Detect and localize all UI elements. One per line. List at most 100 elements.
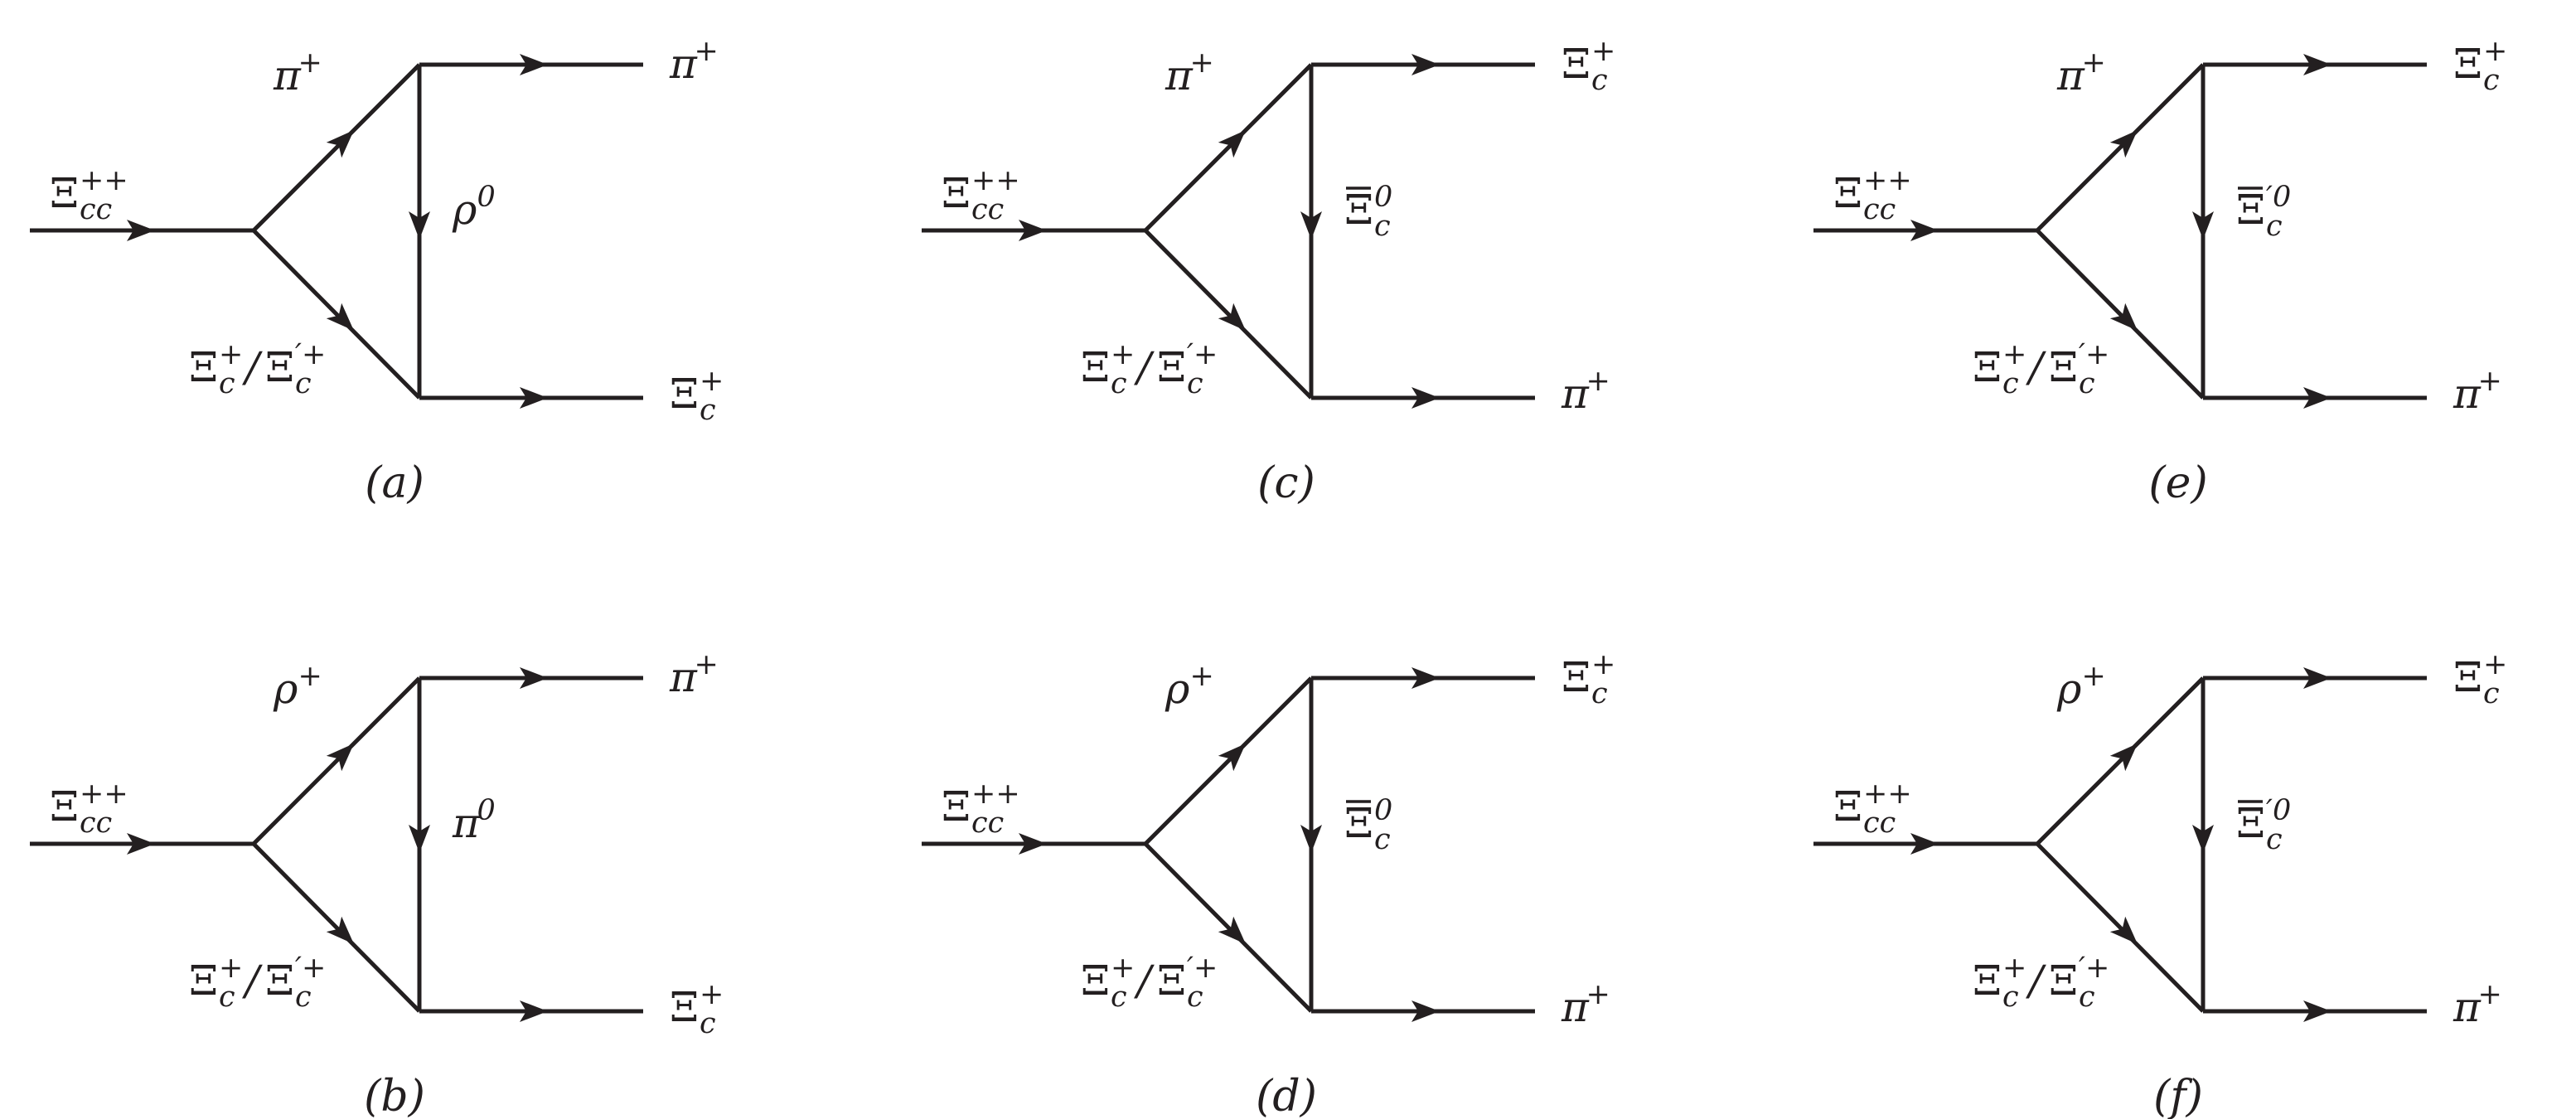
lower-internal-label-sub-1: c [1111, 981, 1127, 1014]
lower-internal-label-symbol-1: Ξ [189, 343, 218, 391]
vertical-exchange-arrow [2192, 211, 2214, 240]
upper-internal-arrow [326, 743, 355, 772]
vertical-exchange-label-superscript: 0 [1374, 181, 1392, 214]
outgoing-top-label-symbol: Ξ [1562, 653, 1591, 701]
lower-internal-label-sup-1: + [219, 952, 243, 985]
incoming-label-subscript: cc [971, 193, 1004, 226]
outgoing-top-label: Ξ+c [1562, 648, 1615, 710]
outgoing-bottom-label-superscript: + [1586, 365, 1610, 398]
incoming-arrow [1910, 833, 1939, 855]
lower-internal-label-sup-2: ′+ [295, 952, 326, 985]
upper-internal-label-symbol: π [2056, 51, 2085, 99]
upper-internal-label-superscript: + [1190, 660, 1214, 693]
outgoing-bottom-arrow [520, 1000, 548, 1022]
outgoing-top-arrow [1411, 54, 1440, 75]
incoming-arrow [127, 220, 155, 241]
outgoing-top-label-superscript: + [695, 35, 719, 68]
incoming-arrow [1910, 220, 1939, 241]
outgoing-bottom-label-symbol: π [2453, 370, 2482, 418]
outgoing-bottom-label-symbol: π [1561, 983, 1590, 1031]
vertical-exchange-label-subscript: c [2266, 210, 2283, 243]
lower-internal-label-symbol-1: Ξ [1081, 957, 1110, 1005]
lower-internal-label-slash: / [242, 957, 263, 1005]
outgoing-top-label: Ξ+c [2453, 35, 2507, 97]
incoming-arrow [127, 833, 155, 855]
incoming-label: Ξ++cc [942, 164, 1020, 226]
lower-internal-label-symbol-1: Ξ [189, 957, 218, 1005]
outgoing-top-arrow [520, 667, 548, 689]
upper-internal-line [1144, 676, 1313, 845]
upper-internal-label: ρ+ [2056, 660, 2106, 713]
diagram-caption: (e) [2148, 458, 2207, 508]
vertical-exchange-label: Ξ′0c [2236, 794, 2291, 856]
upper-internal-line [2036, 63, 2205, 232]
lower-internal-label: Ξ+c/Ξ′+c [189, 338, 326, 400]
outgoing-top-label: Ξ+c [1562, 35, 1615, 97]
incoming-label-superscript: ++ [1863, 164, 1912, 197]
lower-internal-arrow [326, 916, 355, 945]
outgoing-top-label-subscript: c [1591, 677, 1608, 710]
outgoing-top-arrow [520, 54, 548, 75]
outgoing-top-label-symbol: Ξ [2453, 653, 2482, 701]
vertical-exchange-label: Ξ′0c [2236, 181, 2291, 243]
upper-internal-arrow [326, 129, 355, 158]
vertical-exchange-label-symbol: Ξ [1344, 186, 1373, 234]
upper-internal-label: π+ [273, 46, 322, 99]
upper-internal-line [252, 676, 421, 845]
outgoing-top-label-symbol: π [669, 40, 698, 88]
vertical-exchange-label-superscript: 0 [477, 181, 496, 214]
upper-internal-arrow [2109, 743, 2138, 772]
lower-internal-label-sub-1: c [219, 981, 235, 1014]
lower-internal-label-sub-1: c [2002, 981, 2019, 1014]
lower-internal-arrow [2109, 916, 2138, 945]
upper-internal-label: ρ+ [1165, 660, 1214, 713]
vertical-exchange-label-symbol: Ξ [1344, 799, 1373, 847]
upper-internal-label-superscript: + [2082, 46, 2106, 80]
lower-internal-label-sub-2: c [1187, 981, 1203, 1014]
lower-internal-label: Ξ+c/Ξ′+c [1081, 952, 1218, 1014]
vertical-exchange-arrow [1300, 825, 1322, 853]
outgoing-top-label-symbol: Ξ [1562, 40, 1591, 88]
vertical-exchange-label: π0 [452, 794, 496, 847]
vertical-exchange-label-symbol: Ξ [2236, 799, 2265, 847]
lower-internal-label-sup-2: ′+ [2079, 952, 2109, 985]
outgoing-top-label: π+ [669, 648, 719, 701]
vertical-exchange-arrow [1300, 211, 1322, 240]
outgoing-top-label-subscript: c [2483, 64, 2500, 97]
lower-internal-label-sup-1: + [1111, 338, 1135, 371]
upper-internal-label-superscript: + [298, 46, 322, 80]
lower-internal-label-sup-1: + [2002, 338, 2026, 371]
incoming-label-symbol: Ξ [1833, 782, 1862, 831]
outgoing-bottom-arrow [2303, 387, 2331, 409]
outgoing-top-arrow [2303, 54, 2331, 75]
incoming-label-subscript: cc [971, 807, 1004, 840]
upper-internal-label: π+ [2056, 46, 2106, 99]
lower-internal-arrow [1218, 303, 1247, 332]
lower-internal-line [2036, 229, 2205, 400]
outgoing-top-label-symbol: π [669, 653, 698, 701]
incoming-label-superscript: ++ [80, 164, 128, 197]
vertical-exchange-arrow [2192, 825, 2214, 853]
lower-internal-label-sub-1: c [219, 367, 235, 400]
outgoing-bottom-label: Ξ+c [670, 978, 724, 1040]
incoming-label: Ξ++cc [1833, 777, 1912, 840]
lower-internal-label: Ξ+c/Ξ′+c [189, 952, 326, 1014]
outgoing-bottom-label-symbol: π [1561, 370, 1590, 418]
incoming-label: Ξ++cc [50, 777, 128, 840]
incoming-arrow [1019, 220, 1047, 241]
lower-internal-label-sup-2: ′+ [1187, 952, 1218, 985]
upper-internal-line [252, 63, 421, 232]
upper-internal-line [1144, 63, 1313, 232]
vertical-exchange-label-subscript: c [1374, 823, 1391, 856]
outgoing-top-label: Ξ+c [2453, 648, 2507, 710]
vertical-exchange-arrow [409, 825, 430, 853]
vertical-exchange-label-superscript: 0 [1374, 794, 1392, 827]
outgoing-top-label-subscript: c [1591, 64, 1608, 97]
diagram-caption: (d) [1256, 1072, 1317, 1119]
outgoing-bottom-label-subscript: c [700, 394, 716, 427]
